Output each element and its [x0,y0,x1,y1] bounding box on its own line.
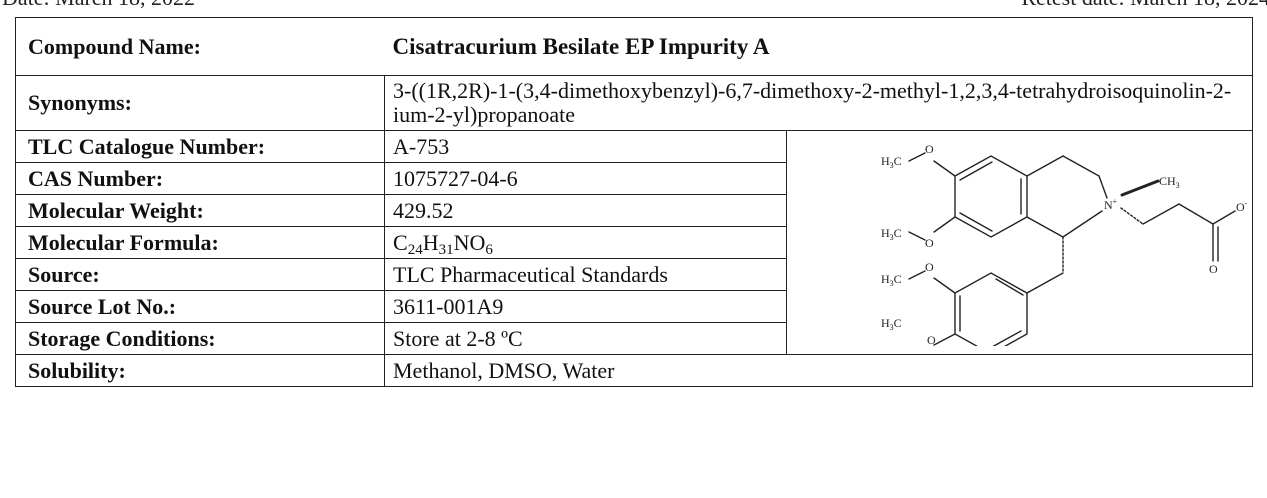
catalogue-number-value: A-753 [384,130,787,163]
compound-name-label: Compound Name: [15,17,385,76]
ring-d-double-1 [995,278,1024,296]
oxygen-label-4: O [927,333,936,346]
methoxy-label-6: H3C [881,154,902,170]
ring-d-double-3 [991,330,1022,348]
methoxy-7-c [908,231,926,241]
catalogue-number-label: TLC Catalogue Number: [15,130,385,163]
methoxy-label-4: H3C [881,316,902,332]
carbonyl-oxygen-label: O [1209,262,1218,276]
n-chain-bond [1120,207,1144,225]
solubility-label: Solubility: [15,354,385,387]
cas-number-value: 1075727-04-6 [384,162,787,195]
methoxy-label-7: H3C [881,226,902,242]
storage-conditions-value: Store at 2-8 ºC [384,322,787,355]
oxygen-label-7: O [925,236,934,250]
ring-b-c3 [1062,155,1100,177]
ring-b-c8a [1026,216,1064,238]
ring-b-n [1098,175,1108,199]
molecular-weight-value: 429.52 [384,194,787,227]
nitrogen-label: N+ [1104,197,1118,212]
methoxy-6-c [908,152,926,162]
n-methyl-wedge [1120,179,1160,197]
oxygen-label-6: O [925,142,934,156]
source-row: Source: TLC Pharmaceutical Standards [15,258,1253,291]
molecular-weight-label: Molecular Weight: [15,194,385,227]
synonyms-row: Synonyms: 3-((1R,2R)-1-(3,4-dimethoxyben… [15,75,1253,131]
ring-b-c4 [1026,155,1064,177]
storage-conditions-label: Storage Conditions: [15,322,385,355]
molecular-formula-value: C24H31NO6 [384,226,787,259]
carboxylate-oxygen-label: O- [1236,199,1248,214]
methoxy-6-o [933,160,956,177]
carboxylate-o-bond [1212,210,1236,225]
molecular-weight-row: Molecular Weight: 429.52 [15,194,1253,227]
structure-bonds [908,152,1236,355]
methoxy-3-c [908,270,926,280]
chain-c3 [1178,203,1214,225]
ring-a-bonds [954,155,1028,238]
molecular-formula-row: Molecular Formula: C24H31NO6 [15,226,1253,259]
cas-number-label: CAS Number: [15,162,385,195]
chain-c2 [1142,203,1180,225]
ring-d-bonds [954,272,1028,355]
synonyms-label: Synonyms: [15,75,385,131]
solubility-row: Solubility: Methanol, DMSO, Water [15,354,1253,387]
document-date: Date: March 18, 2022 [2,0,195,9]
methoxy-label-3: H3C [881,272,902,288]
source-value: TLC Pharmaceutical Standards [384,258,787,291]
page-header: Date: March 18, 2022 Retest date: March … [0,0,1267,9]
ring-a-double-1 [959,161,993,181]
source-label: Source: [15,258,385,291]
catalogue-number-row: TLC Catalogue Number: A-753 [15,130,1253,355]
source-lot-label: Source Lot No.: [15,290,385,323]
retest-date: Retest date: March 18, 2024 [1021,0,1267,9]
chemical-structure-image: O H3C O H3C N+ CH3 O- O O H3C H3C O [881,142,1248,355]
cas-number-row: CAS Number: 1075727-04-6 [15,162,1253,195]
molecular-formula-label: Molecular Formula: [15,226,385,259]
methoxy-7-o [933,216,956,233]
source-lot-row: Source Lot No.: 3611-001A9 [15,290,1253,323]
ring-a-double-3 [959,212,993,232]
benzyl-ring-bond [1026,272,1064,294]
oxygen-label-3: O [925,260,934,274]
compound-info-table: Compound Name: Cisatracurium Besilate EP… [15,17,1253,387]
ring-b-c1 [1062,210,1103,238]
structure-cell: O H3C O H3C N+ CH3 O- O O H3C H3C O [786,130,1253,355]
n-methyl-label: CH3 [1159,174,1180,190]
synonyms-value: 3-((1R,2R)-1-(3,4-dimethoxybenzyl)-6,7-d… [384,75,1253,131]
compound-name-value: Cisatracurium Besilate EP Impurity A [384,17,1253,76]
compound-name-row: Compound Name: Cisatracurium Besilate EP… [15,17,1253,76]
storage-conditions-row: Storage Conditions: Store at 2-8 ºC [15,322,1253,355]
solubility-value: Methanol, DMSO, Water [384,354,1253,387]
methoxy-3-o [933,277,956,294]
source-lot-value: 3611-001A9 [384,290,787,323]
methoxy-4-o [933,333,956,346]
